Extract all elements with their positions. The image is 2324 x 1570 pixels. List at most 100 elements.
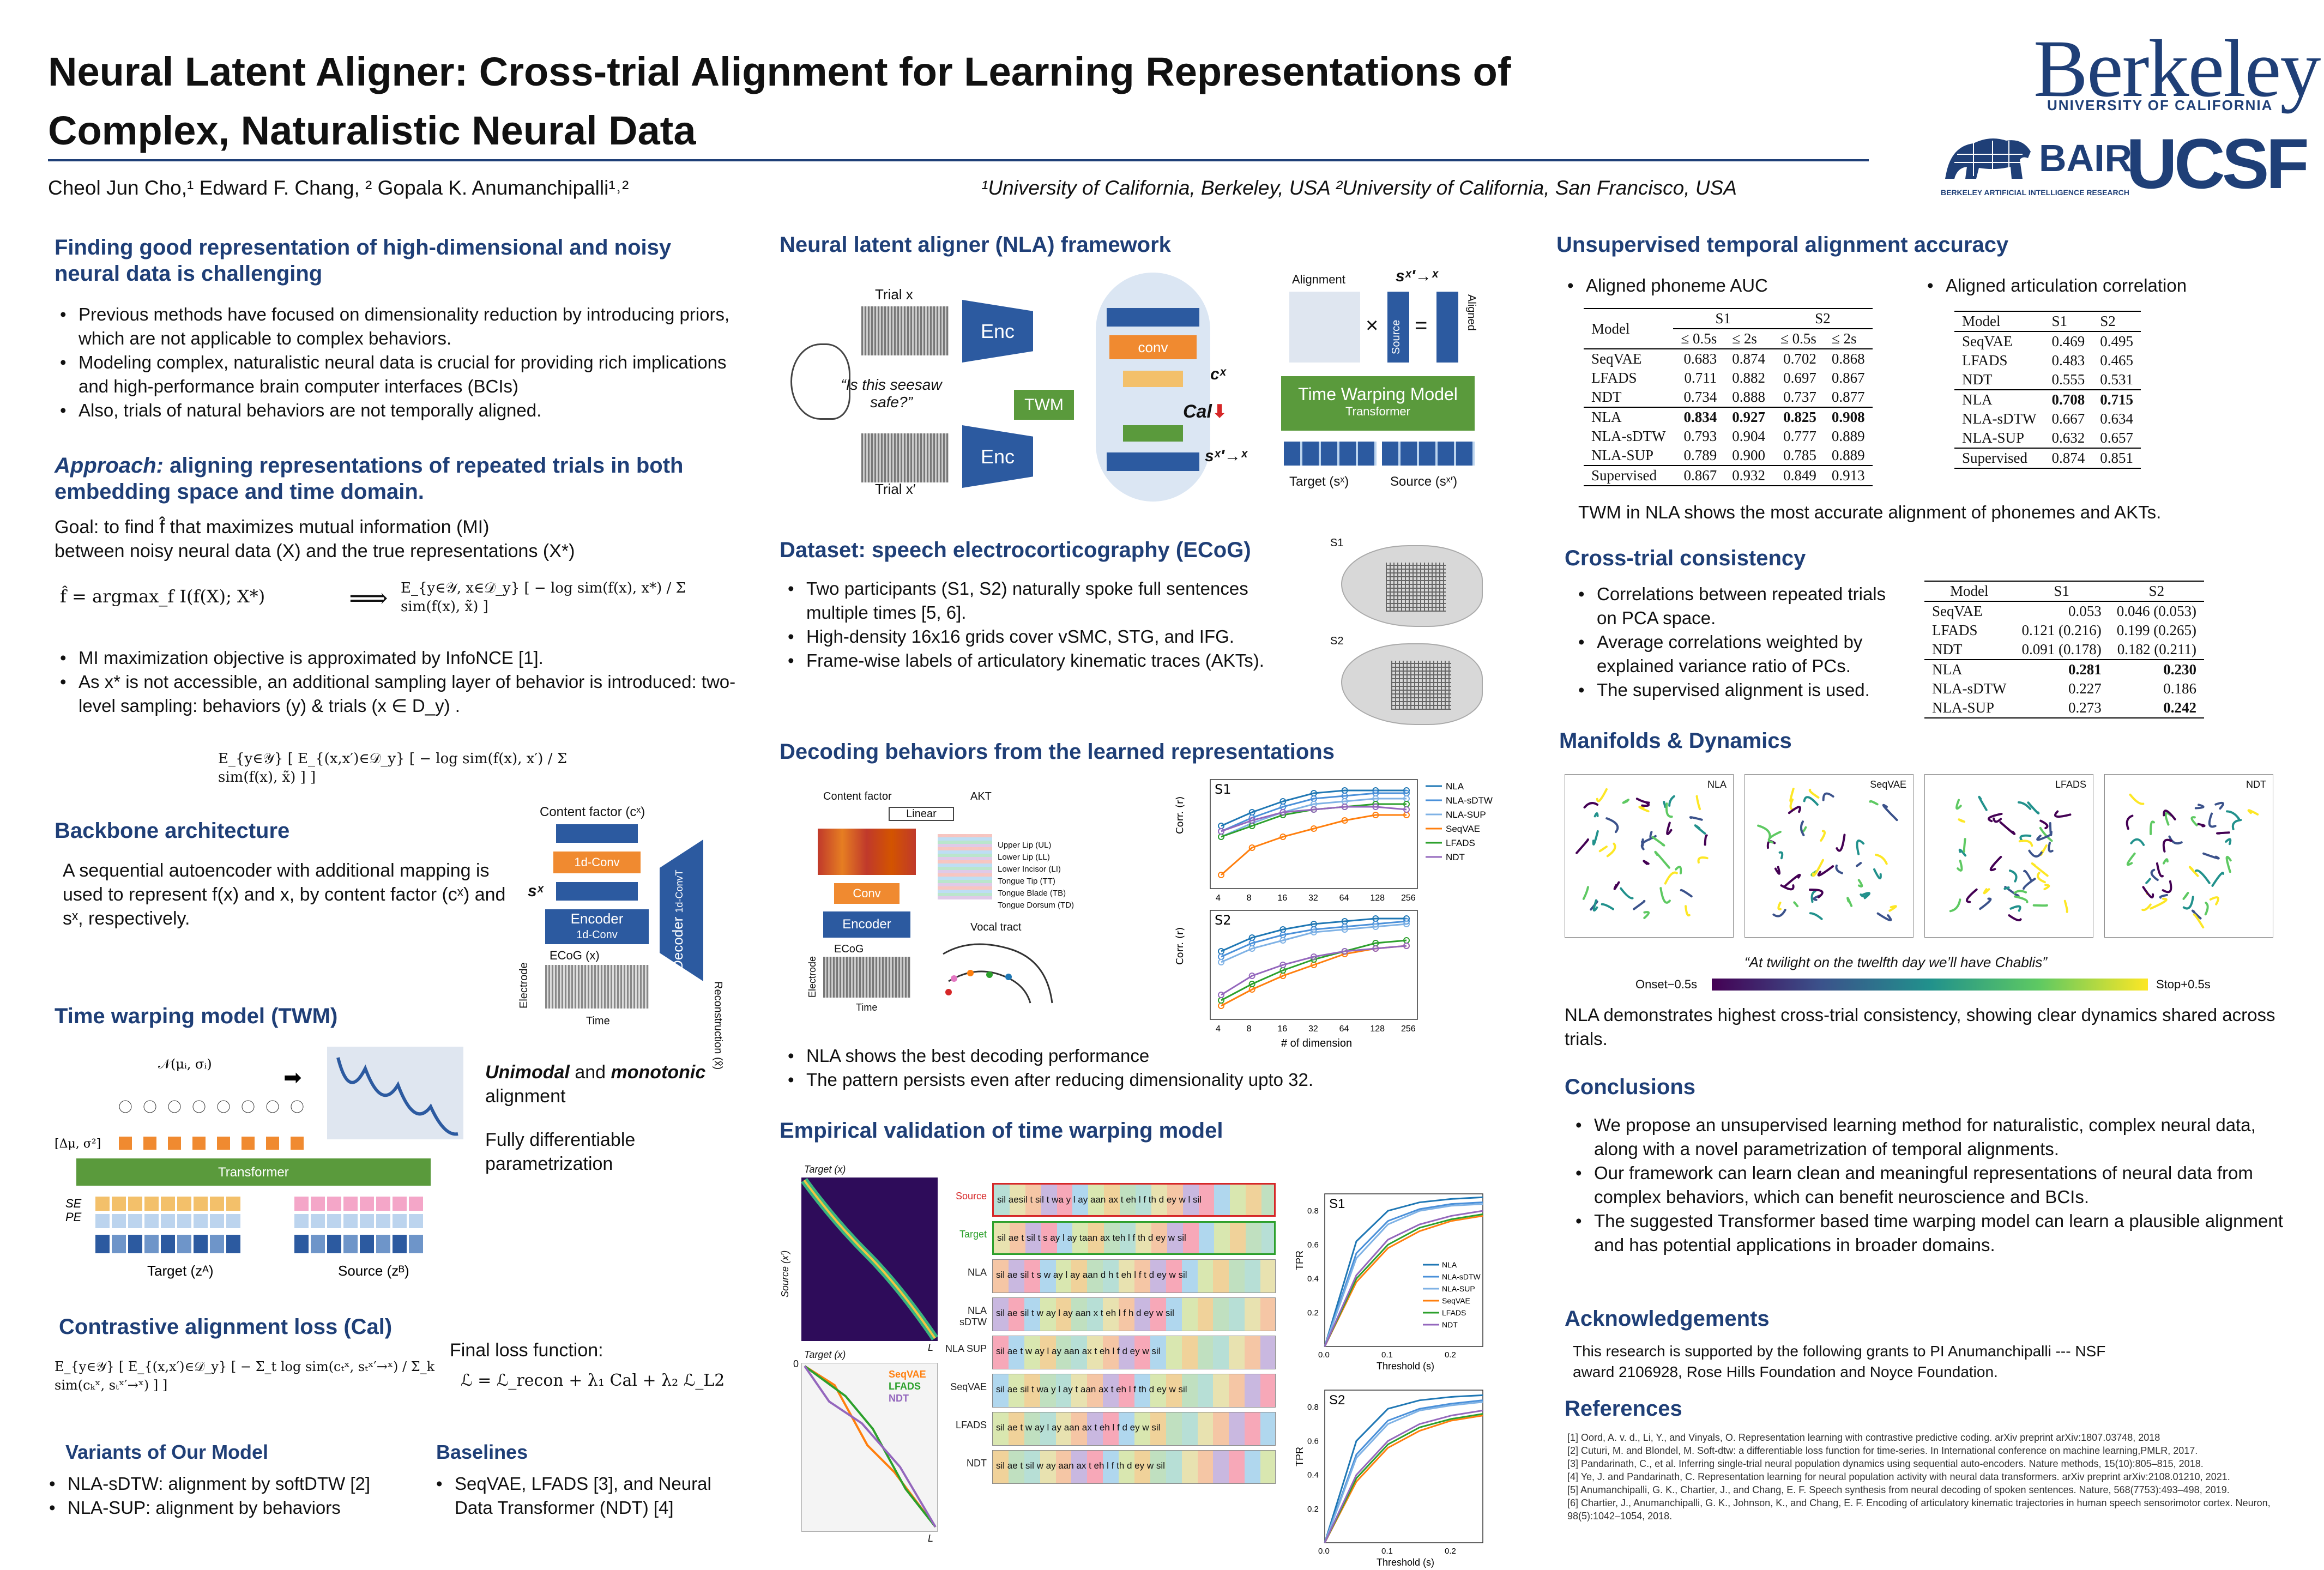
twm-alignment-word: alignment [485,1086,566,1107]
baselines-title: Baselines [436,1441,528,1463]
trajectory [1882,804,1898,822]
legend-label: NLA-sDTW [1446,795,1493,806]
y-tick-label: 0.8 [1307,1403,1319,1412]
phoneme-segment [1213,1336,1229,1369]
table-cell: 0.849 [1773,465,1824,486]
trajectory [2197,823,2206,828]
emp-source-label: Source (x′) [780,1250,790,1297]
head-icon [790,343,850,420]
trajectory [2202,852,2220,860]
trajectory [1643,911,1650,919]
twm-outputs [119,1137,304,1150]
list-item: Two participants (S1, S2) naturally spok… [782,577,1311,625]
phoneme-segment [1229,1374,1245,1407]
y-axis-label: TPR [1294,1251,1305,1270]
data-point [1341,804,1348,810]
manifold-panel: NLA [1565,774,1734,938]
trajectory [2031,862,2049,877]
phoneme-segment [1182,1185,1199,1215]
phoneme-segment [1040,1374,1056,1407]
phoneme-segment [1103,1298,1119,1331]
phoneme-segment [1213,1298,1229,1331]
trajectory [1958,818,1966,823]
nla-twm-box-sub: Transformer [1345,404,1410,418]
trajectory [1582,886,1589,900]
x-tick-label: 16 [1277,893,1287,903]
emp-zero-label: 0 [793,1358,799,1369]
table-cell: 0.121 (0.216) [2021,622,2102,638]
phoneme-segment [1119,1412,1134,1445]
series-line [1221,945,1407,996]
nla-enc-bottom: Enc [962,425,1033,488]
series-line [1221,806,1407,832]
phoneme-segment [1008,1451,1024,1483]
twm-source-label: Source (zᴮ) [338,1263,409,1279]
warping-heatmap-2 [801,1363,938,1532]
phoneme-words: sil ae sil t wa y l ay t aan ax t eh l f… [996,1384,1187,1394]
series-line [1221,814,1407,876]
akt-label: Tongue Dorsum (TD) [998,901,1075,910]
equation-infonce: E_{y∈𝒴, x∈𝒟_y} [ − log sim(f(x), x*) / Σ… [401,580,686,615]
trajectory [2194,804,2205,810]
nla-title: Neural latent aligner (NLA) framework [780,233,1171,257]
nla-cal-text: Cal [1183,401,1212,422]
series-line [1324,1409,1483,1543]
phoneme-segment [1024,1260,1040,1293]
data-point [1248,945,1255,952]
series-line [1221,917,1407,952]
table-cell: 0.927 [1724,407,1773,427]
phoneme-segment [1214,1223,1230,1253]
y-tick-label: 0.2 [1307,1308,1319,1318]
nla-aligned-stack [1436,292,1458,363]
series-line [1324,1394,1483,1543]
legend-label: NLA [1446,781,1464,792]
table-cell: SeqVAE [1591,351,1642,367]
phoneme-segment [1150,1336,1166,1369]
trajectory [2043,884,2050,891]
table-cell: 0.874 [1732,351,1766,367]
table-cell: LFADS [1962,352,2008,369]
accuracy-note: TWM in NLA shows the most accurate align… [1578,502,2162,522]
twm-alignment-matrix [327,1047,463,1139]
dec-content-heatmap [818,829,916,875]
phoneme-segment [1103,1336,1119,1369]
trajectory [1767,830,1782,844]
bb-sx-vector [556,882,638,901]
phoneme-segment [993,1298,1009,1331]
table-subheader: ≤ 0.5s [1673,328,1725,349]
table-cell: 0.273 [2014,698,2109,718]
table-cell: 0.793 [1683,428,1717,444]
trajectory [2204,902,2209,916]
trajectory [1800,820,1805,837]
variants-list: NLA-sDTW: alignment by softDTW [2] NLA-S… [44,1472,425,1520]
dec-conv-block: Conv [834,883,900,904]
trajectory [2141,903,2152,911]
phoneme-bar: sil ae sil t wa y l ay t aan ax t eh l f… [992,1374,1276,1408]
phoneme-segment [1197,1298,1214,1331]
phoneme-segment [1260,1374,1275,1407]
legend-label: NLA [1442,1260,1457,1269]
trajectory [1808,788,1820,799]
table-cell: 0.889 [1831,447,1865,463]
goal-line-1: Goal: to find f̂ that maximizes mutual i… [55,517,490,538]
title-line-1: Neural Latent Aligner: Cross-trial Align… [48,49,1511,94]
trajectory [2013,895,2029,903]
phoneme-row-label: Target [959,1229,987,1240]
x-tick-label: 0.2 [1445,1547,1456,1556]
phoneme-segment [994,1223,1010,1253]
table-cell: 0.053 [2068,603,2102,619]
phoneme-segment [1087,1298,1103,1331]
table-cell: 0.199 (0.265) [2116,622,2196,638]
series-line [1324,1415,1483,1543]
table-cell: 0.702 [1783,351,1816,367]
table-cell: 0.227 [2068,680,2102,697]
phoneme-segment [1136,1185,1151,1215]
phoneme-segment [1071,1451,1088,1483]
trajectory [2023,869,2032,882]
table-cell: 0.465 [2100,352,2133,369]
list-item: As x* is not accessible, an additional s… [55,670,747,718]
table-cell: 0.531 [2100,371,2133,388]
